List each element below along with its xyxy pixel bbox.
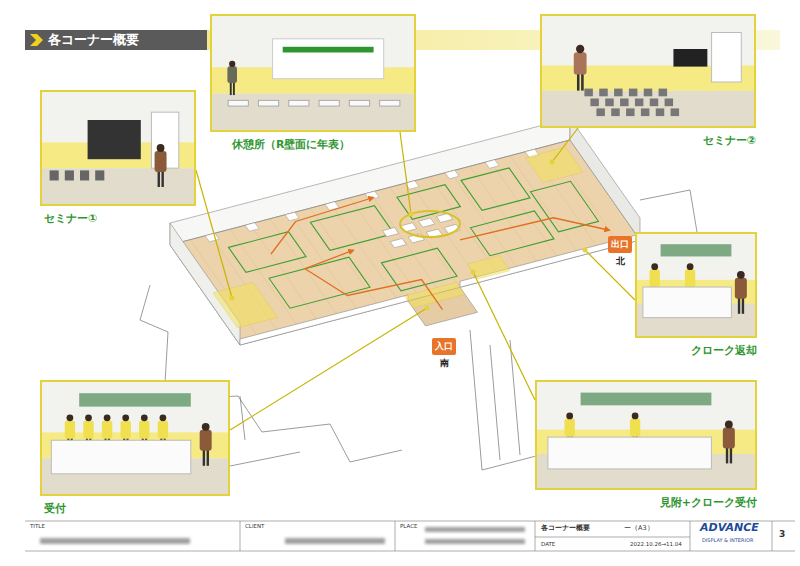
corner-callout: 休憩所（R壁面に年表） bbox=[210, 14, 416, 152]
title-block-field: ー（A3） bbox=[624, 525, 654, 532]
render-illustration bbox=[212, 16, 414, 130]
render-thumbnail bbox=[40, 90, 196, 206]
corner-callout: セミナー① bbox=[40, 90, 196, 226]
direction-label: 南 bbox=[432, 357, 456, 370]
render-illustration bbox=[42, 382, 228, 494]
corner-caption: クローク返却 bbox=[635, 343, 757, 358]
render-illustration bbox=[637, 234, 755, 336]
corner-caption: セミナー① bbox=[40, 211, 196, 226]
render-thumbnail bbox=[540, 14, 756, 128]
title-block-field: TITLE bbox=[30, 523, 45, 529]
entrance-marker: 出口北 bbox=[608, 232, 632, 268]
corner-caption: セミナー② bbox=[540, 133, 756, 148]
render-illustration bbox=[542, 16, 754, 126]
page-title: 各コーナー概要 bbox=[48, 32, 139, 48]
render-thumbnail bbox=[635, 232, 757, 338]
title-block-field: 2022.10.26→11.04 bbox=[630, 541, 682, 547]
logo-text: DISPLAY & INTERIOR bbox=[702, 538, 753, 544]
entrance-marker: 入口南 bbox=[432, 334, 456, 370]
corner-callout: クローク返却 bbox=[635, 232, 757, 358]
render-thumbnail bbox=[210, 14, 416, 132]
render-thumbnail bbox=[535, 380, 757, 490]
corner-caption: 休憩所（R壁面に年表） bbox=[210, 137, 416, 152]
marker-label: 入口 bbox=[432, 338, 456, 355]
leader-dots bbox=[230, 160, 588, 311]
corner-callout: 受付 bbox=[40, 380, 230, 516]
floor-plan bbox=[170, 118, 640, 345]
marker-label: 出口 bbox=[608, 236, 632, 253]
header-bar bbox=[25, 30, 207, 50]
render-thumbnail bbox=[40, 380, 230, 496]
title-block-field: PLACE bbox=[400, 523, 418, 529]
title-block bbox=[25, 521, 795, 551]
title-block-field: CLIENT bbox=[245, 523, 264, 529]
render-illustration bbox=[42, 92, 194, 204]
direction-label: 北 bbox=[608, 255, 632, 268]
title-block-field: 各コーナー概要 bbox=[541, 525, 590, 533]
header-chevron bbox=[30, 34, 43, 46]
page-number: 3 bbox=[779, 530, 785, 540]
corner-callout: 見附+クローク受付 bbox=[535, 380, 757, 510]
logo-text: ADVANCE bbox=[700, 522, 759, 534]
title-block-field: DATE bbox=[541, 541, 555, 547]
corner-callout: セミナー② bbox=[540, 14, 756, 148]
corner-caption: 見附+クローク受付 bbox=[535, 495, 757, 510]
render-illustration bbox=[537, 382, 755, 488]
blurred-fields bbox=[40, 527, 525, 544]
corner-caption: 受付 bbox=[40, 501, 230, 516]
